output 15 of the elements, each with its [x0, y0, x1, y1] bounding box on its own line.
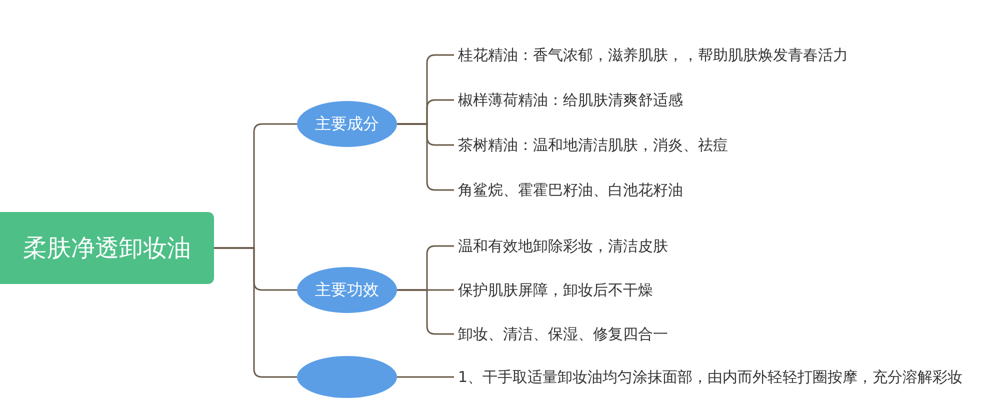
branch-text: 桂花精油：香气浓郁，滋养肌肤，，帮助肌肤焕发青春活力: [458, 43, 938, 67]
topic-ellipse: 主要成分: [297, 101, 397, 147]
branch-text: 茶树精油：温和地清洁肌肤，消炎、祛痘: [458, 133, 808, 157]
connector-line: [397, 376, 454, 378]
connector-line: [214, 247, 297, 378]
branch-text: 温和有效地卸除彩妆，清洁皮肤: [458, 234, 758, 258]
branch-text: 椒样薄荷精油：给肌肤清爽舒适感: [458, 88, 758, 112]
branch-text: 卸妆、清洁、保湿、修复四合一: [458, 322, 758, 346]
branch-text: 角鲨烷、霍霍巴籽油、白池花籽油: [458, 178, 758, 202]
branch-text: 保护肌肤屏障，卸妆后不干燥: [458, 278, 758, 302]
root-box: 柔肤净透卸妆油: [0, 212, 214, 284]
connector-line: [397, 289, 454, 335]
connector-line: [397, 123, 454, 191]
topic-ellipse: 主要功效: [297, 267, 397, 313]
branch-text: 1、干手取适量卸妆油均匀涂抹面部，由内而外轻轻打圈按摩，充分溶解彩妆: [458, 365, 988, 389]
